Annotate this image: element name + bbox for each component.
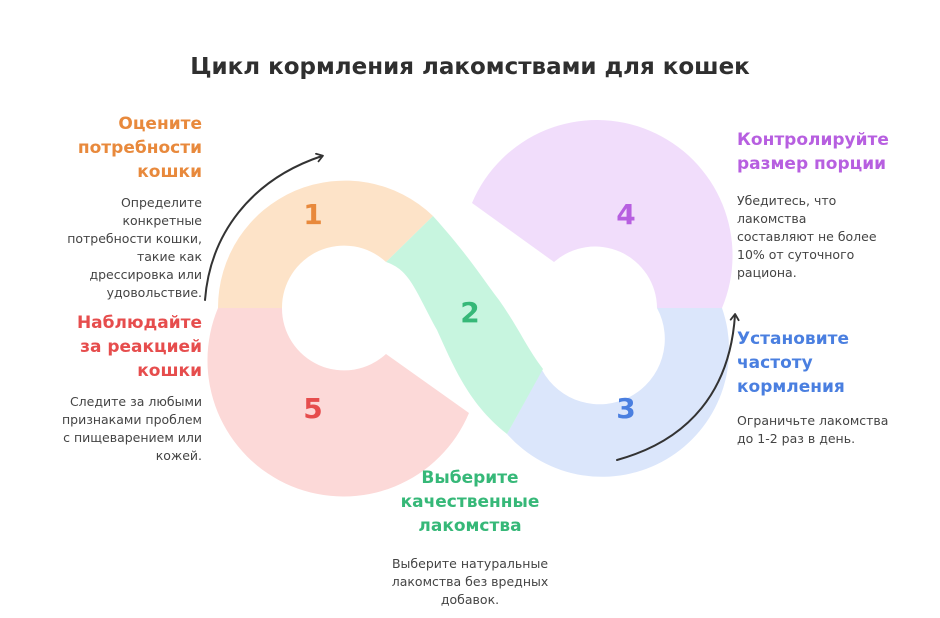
step-number-2: 2 (460, 296, 479, 329)
page-title: Цикл кормления лакомствами для кошек (190, 54, 750, 80)
step-number-5: 5 (303, 392, 322, 425)
step-1-description: Определите конкретные потребности кошки,… (67, 195, 202, 300)
step-number-3: 3 (616, 392, 635, 425)
step-1-heading: Оцените потребности кошки (77, 114, 202, 182)
step-number-1: 1 (303, 198, 322, 231)
step-5-description: Следите за любыми признаками проблем с п… (61, 394, 202, 463)
step-3-description: Ограничьте лакомства до 1-2 раз в день. (737, 413, 889, 446)
step-5-heading: Наблюдайте за реакцией кошки (76, 313, 202, 381)
flow-arrow-left (204, 152, 324, 301)
step-4-description: Убедитесь, что лакомства составляют не б… (737, 193, 877, 280)
segment-4 (472, 119, 733, 308)
step-2-heading: Выберите качественные лакомства (400, 468, 540, 536)
flow-arrow-right (616, 313, 740, 461)
step-3-heading: Установите частоту кормления (737, 329, 849, 397)
segment-5 (207, 308, 469, 497)
step-number-4: 4 (616, 198, 635, 231)
step-2-description: Выберите натуральные лакомства без вредн… (391, 556, 549, 607)
segment-1 (217, 180, 433, 308)
step-4-heading: Контролируйте размер порции (737, 130, 889, 174)
segment-2 (386, 216, 543, 434)
